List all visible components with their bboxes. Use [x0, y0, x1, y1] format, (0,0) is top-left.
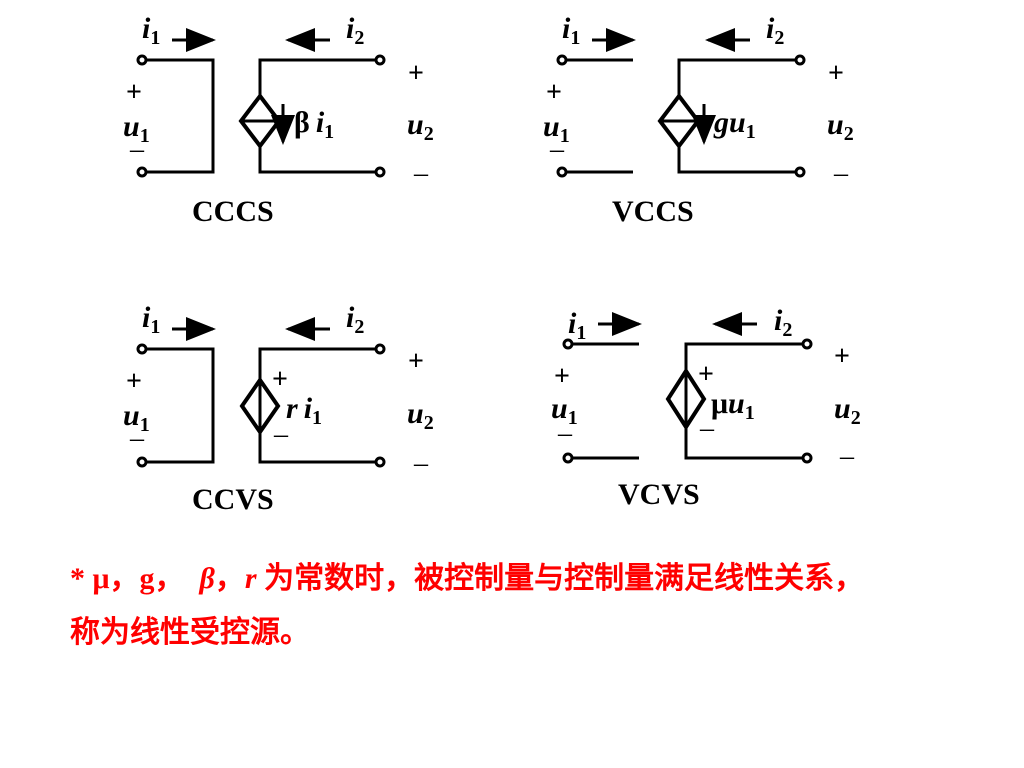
linear-source-note: * μ，g， β，r 为常数时，被控制量与控制量满足线性关系， 称为线性受控源。: [70, 552, 990, 660]
cccs-output-top-wire: [258, 58, 376, 96]
cccs-u1-plus: +: [126, 77, 142, 108]
ccvs-output-bottom-wire: [258, 432, 376, 464]
ccvs-output-top-wire: [258, 347, 376, 380]
note-line-2: 称为线性受控源。: [70, 616, 310, 649]
vcvs-output-top-wire: [684, 342, 803, 371]
cccs-terminal-1b: [136, 166, 148, 178]
cccs-input-short: [146, 58, 215, 174]
vcvs-terminal-2b: [801, 452, 813, 464]
cccs-i1-label: i1: [142, 12, 160, 49]
ccvs-u2-plus: +: [408, 346, 424, 377]
vcvs-i2-label: i2: [774, 304, 792, 341]
vcvs-terminal-1a: [562, 338, 574, 350]
vcvs-u1-minus: –: [557, 418, 573, 449]
cccs-output-bottom-wire: [258, 146, 376, 174]
vcvs-u2-minus: –: [839, 441, 855, 472]
vccs-u2-minus: –: [833, 158, 849, 189]
ccvs-i1-label: i1: [142, 301, 160, 338]
cccs-u2-label: u2: [407, 108, 434, 145]
vccs-output-bottom-wire: [677, 146, 796, 174]
ccvs-source-plus: +: [272, 364, 288, 395]
cccs-i2-label: i2: [346, 12, 364, 49]
ccvs-u2-minus: –: [413, 448, 429, 479]
vccs-u1-minus: –: [549, 134, 565, 165]
vccs-u1-plus: +: [546, 77, 562, 108]
vcvs-terminal-1b: [562, 452, 574, 464]
cccs-title: CCCS: [192, 195, 274, 228]
note-line-1: * μ，g， β，r 为常数时，被控制量与控制量满足线性关系，: [70, 562, 865, 595]
cccs-u2-minus: –: [413, 158, 429, 189]
vccs-u2-plus: +: [828, 58, 844, 89]
ccvs-u1-plus: +: [126, 366, 142, 397]
vccs-u1-label: u1: [543, 110, 570, 147]
vcvs-u1-plus: +: [554, 361, 570, 392]
vcvs-source-plus: +: [698, 359, 714, 390]
ccvs-source-minus: –: [273, 419, 289, 450]
ccvs-terminal-2a: [374, 343, 386, 355]
circuit-vcvs: i1 i2 + – μu1 + u1 – + u2 – VCVS: [551, 304, 861, 511]
vccs-terminal-2a: [794, 54, 806, 66]
vcvs-u2-label: u2: [834, 392, 861, 429]
cccs-terminal-1a: [136, 54, 148, 66]
vccs-i2-label: i2: [766, 12, 784, 49]
vcvs-u1-label: u1: [551, 392, 578, 429]
cccs-u1-minus: –: [129, 134, 145, 165]
vccs-u2-label: u2: [827, 108, 854, 145]
vcvs-i1-label: i1: [568, 307, 586, 344]
cccs-terminal-2a: [374, 54, 386, 66]
vccs-gain-label: gu1: [713, 106, 756, 143]
ccvs-terminal-1a: [136, 343, 148, 355]
cccs-u2-plus: +: [408, 58, 424, 89]
vcvs-source-minus: –: [699, 413, 715, 444]
ccvs-terminal-2b: [374, 456, 386, 468]
ccvs-input-short: [146, 347, 215, 464]
vccs-terminal-2b: [794, 166, 806, 178]
ccvs-title: CCVS: [192, 483, 274, 516]
vcvs-output-bottom-wire: [684, 427, 803, 460]
vccs-terminal-1a: [556, 54, 568, 66]
circuit-vccs: i1 i2 gu1 + u1 – + u2 – VCCS: [543, 12, 854, 228]
vcvs-u2-plus: +: [834, 341, 850, 372]
cccs-terminal-2b: [374, 166, 386, 178]
vccs-terminal-1b: [556, 166, 568, 178]
ccvs-u1-minus: –: [129, 423, 145, 454]
vcvs-gain-label: μu1: [711, 387, 755, 424]
ccvs-i2-label: i2: [346, 301, 364, 338]
vcvs-terminal-2a: [801, 338, 813, 350]
vccs-title: VCCS: [612, 195, 694, 228]
vccs-output-top-wire: [677, 58, 796, 96]
vcvs-title: VCVS: [618, 478, 700, 511]
cccs-u1-label: u1: [123, 110, 150, 147]
ccvs-terminal-1b: [136, 456, 148, 468]
ccvs-u1-label: u1: [123, 399, 150, 436]
ccvs-u2-label: u2: [407, 397, 434, 434]
vccs-i1-label: i1: [562, 12, 580, 49]
